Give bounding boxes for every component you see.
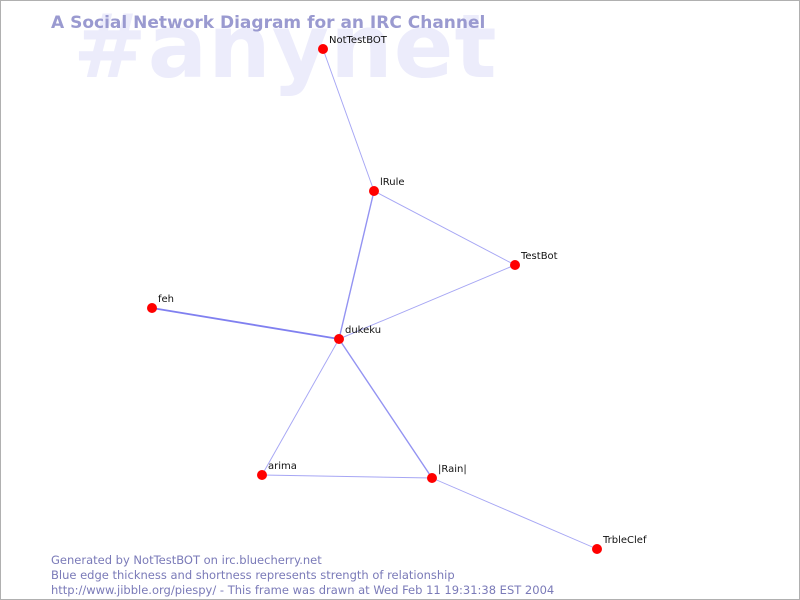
edge-dukeku-arima [261,338,340,476]
footer: Generated by NotTestBOT on irc.bluecherr… [51,553,554,598]
node-arima: arima [257,461,297,480]
node-dot [510,260,520,270]
footer-legend-note: Blue edge thickness and shortness repres… [51,568,455,582]
diagram-title: A Social Network Diagram for an IRC Chan… [51,13,486,33]
edge-feh-dukeku [151,307,340,340]
node-label: feh [158,294,174,305]
edge-arima-rain [261,474,433,479]
edge-dukeku-rain [338,338,433,479]
node-feh: feh [147,294,174,313]
edge-nottestbot-lrule [322,48,375,192]
footer-url-timestamp: http://www.jibble.org/piespy/ - This fra… [51,583,555,597]
footer-generated-by: Generated by NotTestBOT on irc.bluecherr… [51,553,322,567]
node-dot [147,303,157,313]
node-dot [369,186,379,196]
node-label: NotTestBOT [329,35,388,46]
node-dot [257,470,267,480]
edge-layer [151,48,598,550]
edge-lrule-testbot [373,190,516,266]
node-testbot: TestBot [510,251,558,270]
node-dot [318,44,328,54]
node-label: TrbleClef [602,535,647,546]
node-dot [334,334,344,344]
node-dot [427,473,437,483]
node-nottestbot: NotTestBOT [318,35,388,54]
node-label: lRule [380,177,405,188]
edge-testbot-dukeku [338,264,516,340]
edge-lrule-dukeku [338,190,375,340]
node-rain: |Rain| [427,464,467,483]
node-label: arima [268,461,297,472]
edge-rain-trbleclef [431,477,598,550]
node-label: |Rain| [438,464,467,475]
node-lrule: lRule [369,177,405,196]
node-trbleclef: TrbleClef [592,535,647,554]
node-dot [592,544,602,554]
channel-watermark: #anynet [73,0,498,98]
node-dukeku: dukeku [334,325,381,344]
node-label: dukeku [345,325,381,336]
node-label: TestBot [520,251,558,262]
